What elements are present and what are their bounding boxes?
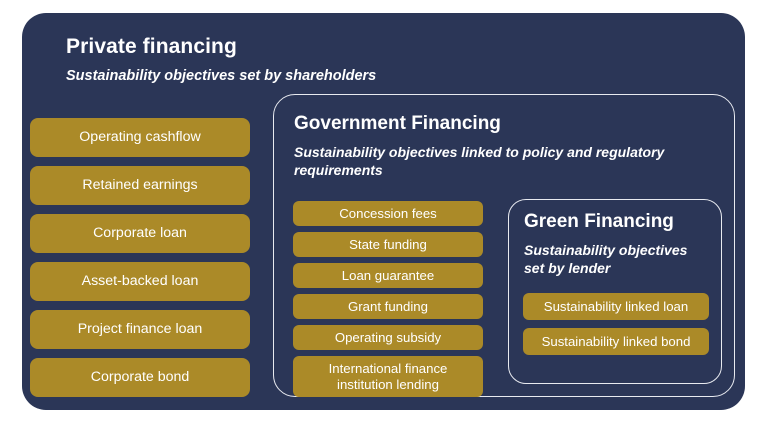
private-item-operating-cashflow[interactable]: Operating cashflow [30, 118, 250, 157]
pill-label: Sustainability linked bond [541, 333, 691, 349]
pill-label: Sustainability linked loan [543, 298, 689, 314]
green-item-sustainability-linked-loan[interactable]: Sustainability linked loan [523, 293, 709, 320]
green-financing-panel: Green Financing Sustainability objective… [508, 199, 722, 384]
private-financing-title: Private financing [66, 35, 237, 58]
pill-label: Concession fees [339, 205, 437, 221]
government-financing-title: Government Financing [294, 113, 501, 134]
government-item-grant-funding[interactable]: Grant funding [293, 294, 483, 319]
private-item-corporate-loan[interactable]: Corporate loan [30, 214, 250, 253]
government-item-state-funding[interactable]: State funding [293, 232, 483, 257]
government-financing-item-list: Concession fees State funding Loan guara… [293, 201, 483, 403]
pill-label: Operating subsidy [334, 329, 442, 345]
government-item-loan-guarantee[interactable]: Loan guarantee [293, 263, 483, 288]
government-item-international-finance-institution-lending[interactable]: International finance institution lendin… [293, 356, 483, 397]
pill-label: Asset-backed loan [81, 272, 199, 289]
pill-label: Corporate loan [93, 224, 187, 241]
government-financing-subtitle: Sustainability objectives linked to poli… [294, 144, 665, 179]
green-item-sustainability-linked-bond[interactable]: Sustainability linked bond [523, 328, 709, 355]
private-financing-item-list: Operating cashflow Retained earnings Cor… [30, 118, 250, 406]
pill-label: Corporate bond [90, 368, 190, 385]
pill-label: Grant funding [348, 298, 428, 314]
pill-label: Project finance loan [77, 320, 203, 337]
private-item-asset-backed-loan[interactable]: Asset-backed loan [30, 262, 250, 301]
government-financing-panel: Government Financing Sustainability obje… [273, 94, 735, 397]
pill-label: International finance institution lendin… [328, 360, 448, 392]
green-financing-title: Green Financing [524, 211, 674, 232]
green-financing-subtitle: Sustainability objectives set by lender [524, 242, 688, 277]
private-item-corporate-bond[interactable]: Corporate bond [30, 358, 250, 397]
private-financing-subtitle: Sustainability objectives set by shareho… [66, 68, 377, 84]
pill-label: Retained earnings [82, 176, 198, 193]
private-financing-panel: Private financing Sustainability objecti… [22, 13, 745, 410]
private-item-retained-earnings[interactable]: Retained earnings [30, 166, 250, 205]
government-item-concession-fees[interactable]: Concession fees [293, 201, 483, 226]
pill-label: Loan guarantee [341, 267, 435, 283]
private-item-project-finance-loan[interactable]: Project finance loan [30, 310, 250, 349]
pill-label: State funding [349, 236, 427, 252]
pill-label: Operating cashflow [79, 128, 201, 145]
green-financing-item-list: Sustainability linked loan Sustainabilit… [523, 293, 709, 363]
government-item-operating-subsidy[interactable]: Operating subsidy [293, 325, 483, 350]
